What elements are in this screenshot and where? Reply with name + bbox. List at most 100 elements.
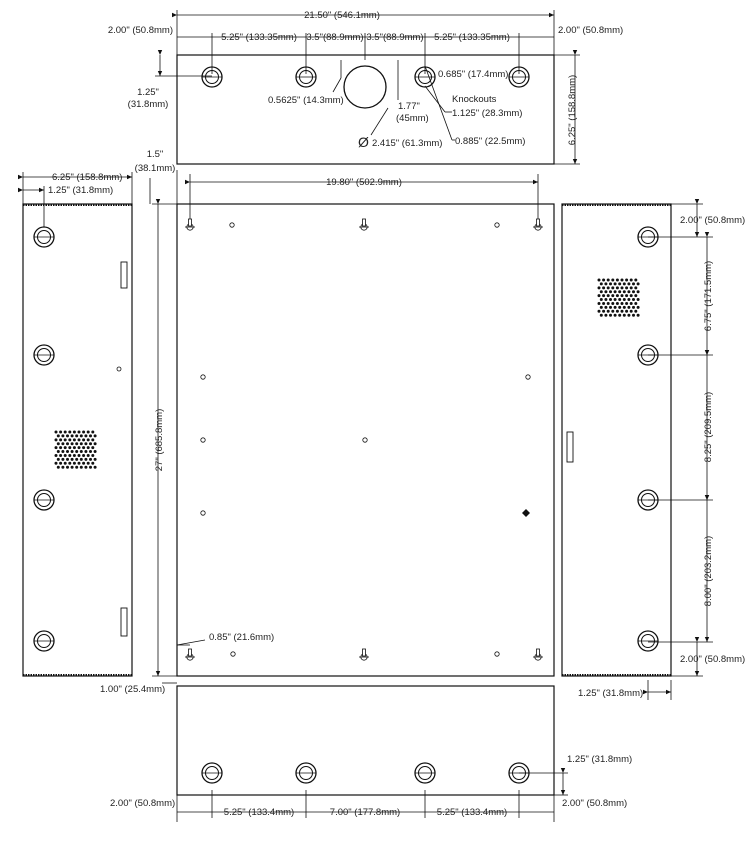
front-mounting-holes [185,218,543,661]
vent-hole [636,290,640,294]
keyhole-slot [362,648,366,657]
vent-hole [86,461,90,465]
vent-hole [629,286,633,290]
vent-hole [632,290,635,294]
vent-hole [70,457,74,461]
vent-hole [613,290,617,294]
vent-hole [75,465,79,469]
mounting-hole [494,651,500,657]
left-slot-top [120,261,128,289]
vent-hole [629,301,633,305]
vent-hole [63,430,67,434]
top-knockout-medium: 1.125" (28.3mm) [452,108,522,119]
vent-hole [63,453,67,457]
vent-hole [68,461,72,465]
vent-hole [61,434,65,438]
vent-hole [77,461,81,465]
top-knockout [508,66,530,88]
vent-hole [627,290,631,294]
vent-hole [63,461,67,465]
bottom-spacing-right: 5.25" (133.4mm) [437,807,507,818]
vent-hole [54,446,58,450]
bottom-panel [176,685,555,796]
vent-hole [75,442,79,446]
front-height: 27" (685.8mm) [154,409,165,472]
bottom-spacing-left: 5.25" (133.4mm) [224,807,294,818]
vent-hole [618,298,622,302]
vent-hole [66,442,69,446]
vent-hole [56,450,60,454]
keyhole [185,648,195,661]
right-vent-grille [597,278,640,317]
vent-hole [622,305,626,309]
bottom-view: 1.25" (31.8mm) 2.00" (50.8mm) 5.25" (133… [110,685,632,822]
left-depth: 6.25" (158.8mm) [52,172,122,183]
vent-hole [82,430,86,434]
vent-hole [54,453,58,457]
vent-hole [75,457,79,461]
vent-hole [636,305,640,309]
vent-hole [77,446,81,450]
vent-hole [622,290,626,294]
vent-hole [61,457,65,461]
bottom-knockouts [201,762,530,784]
mounting-hole [200,374,206,380]
vent-hole [79,434,83,438]
vent-hole [627,305,631,309]
vent-hole [93,434,97,438]
top-center-drop-mm: (45mm) [396,113,429,124]
mounting-hole [229,222,235,228]
top-left-edge: 2.00" (50.8mm) [108,25,173,36]
left-panel [22,203,133,677]
vent-hole [615,294,619,298]
top-knockout-large: 0.885" (22.5mm) [455,136,525,147]
vent-hole [77,430,81,434]
keyhole [533,648,543,661]
vent-hole [56,434,60,438]
vent-hole [89,457,92,461]
vent-hole [622,313,626,317]
vent-hole [597,294,601,298]
top-center-drop: 1.77" [398,101,420,112]
keyhole [533,218,543,231]
vent-hole [66,457,69,461]
vent-hole [66,450,69,454]
vent-hole [82,461,86,465]
keyhole-slot [188,218,192,227]
vent-hole [59,461,63,465]
vent-hole [79,457,83,461]
right-bottom-edge: 2.00" (50.8mm) [680,654,745,665]
vent-hole [632,305,635,309]
right-spacing-1: 6.75" (171.5mm) [703,261,714,331]
vent-hole [59,430,63,434]
vent-hole [618,305,622,309]
vent-hole [609,298,612,302]
vent-hole [625,301,629,305]
top-knockouts-title: Knockouts [452,94,497,105]
vent-hole [93,442,97,446]
vent-hole [91,430,95,434]
bottom-left-edge: 2.00" (50.8mm) [110,798,175,809]
vent-hole [70,442,74,446]
mounting-hole [200,437,206,443]
left-knockouts [33,226,55,652]
right-slot [566,431,574,463]
vent-hole [68,430,72,434]
right-knockout [637,630,659,652]
vent-hole [68,446,72,450]
vent-hole [634,286,638,290]
vent-hole [59,446,63,450]
top-spacing-center-left: 3.5"(88.9mm) [306,32,363,43]
bottom-knockout [295,762,317,784]
vent-hole [89,434,92,438]
top-spacing-left: 5.25" (133.35mm) [221,32,297,43]
vent-hole [91,446,95,450]
vent-hole [79,465,83,469]
vent-hole [625,294,629,298]
vent-hole [91,461,95,465]
vent-hole [606,278,610,282]
vent-hole [606,294,610,298]
vent-hole [615,286,619,290]
right-panel [561,203,672,677]
large-knockout [343,65,387,109]
